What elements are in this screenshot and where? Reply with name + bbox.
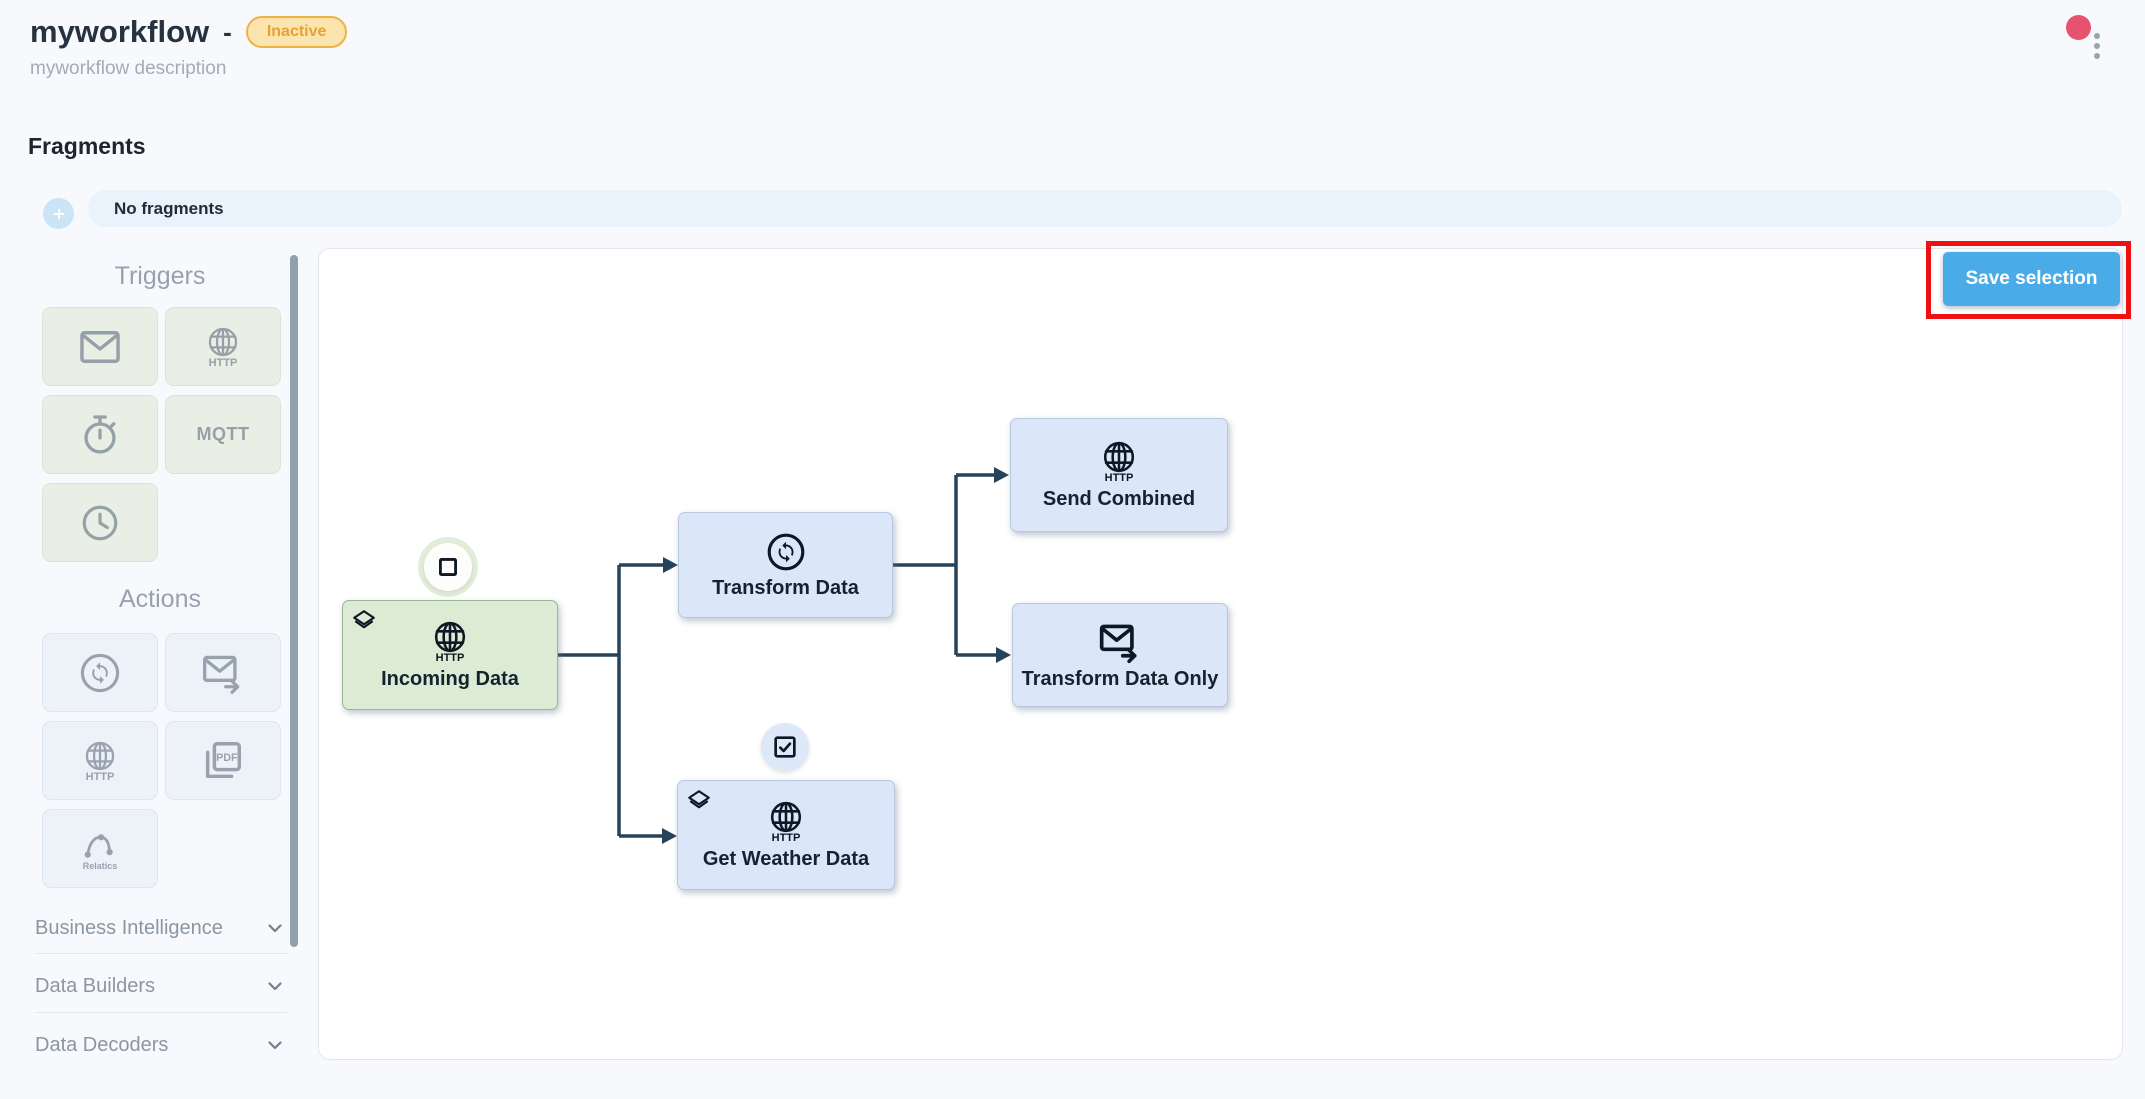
- trigger-mqtt-button[interactable]: MQTT: [165, 395, 281, 474]
- kebab-dot: [2094, 53, 2100, 59]
- square-icon: [439, 558, 457, 576]
- kebab-dot: [2094, 43, 2100, 49]
- node-label: Transform Data Only: [1021, 667, 1219, 690]
- kebab-dot: [2094, 33, 2100, 39]
- pdf-icon: PDF: [205, 741, 242, 778]
- sidebar-item-data-decoders[interactable]: Data Decoders: [35, 1020, 287, 1070]
- sync-icon: [767, 533, 804, 570]
- node-transform-data-only[interactable]: Transform Data Only: [1012, 603, 1228, 707]
- action-transform-button[interactable]: [42, 633, 158, 712]
- save-selection-button[interactable]: Save selection: [1943, 252, 2120, 306]
- action-pdf-button[interactable]: PDF: [165, 721, 281, 800]
- divider: [35, 953, 287, 954]
- http-label: HTTP: [85, 770, 115, 783]
- pdf-label: PDF: [216, 752, 238, 764]
- divider: [35, 1012, 287, 1013]
- sidebar-item-business-intelligence[interactable]: Business Intelligence: [35, 903, 287, 953]
- node-label: Send Combined: [1042, 488, 1196, 510]
- title-separator: -: [223, 16, 232, 47]
- http-label: HTTP: [1104, 472, 1134, 484]
- globe-icon: [85, 741, 115, 770]
- http-label: HTTP: [208, 356, 238, 369]
- add-fragment-button[interactable]: [43, 198, 74, 229]
- section-label: Data Builders: [35, 974, 156, 997]
- node-label: Transform Data: [712, 576, 859, 599]
- chevron-down-icon: [268, 1041, 282, 1050]
- node-label: Incoming Data: [381, 668, 519, 690]
- sync-icon: [80, 653, 120, 692]
- triggers-grid: HTTP MQTT: [42, 307, 281, 562]
- notification-dot: [2066, 15, 2091, 40]
- fragments-heading: Fragments: [28, 133, 146, 159]
- action-http-button[interactable]: HTTP: [42, 721, 158, 800]
- email-send-icon: [1099, 624, 1137, 663]
- annotation-highlight: [1926, 241, 2131, 319]
- checkbox-checked-icon: [774, 736, 796, 758]
- node-send-combined[interactable]: HTTP Send Combined: [1010, 418, 1228, 532]
- checkbox-checked-badge[interactable]: [761, 723, 809, 771]
- http-label: HTTP: [435, 652, 465, 664]
- email-send-icon: [203, 655, 240, 694]
- chevron-down-icon: [268, 982, 282, 991]
- plus-icon: [53, 208, 64, 219]
- globe-icon: [208, 327, 238, 356]
- envelope-icon: [80, 330, 120, 363]
- trigger-http-button[interactable]: HTTP: [165, 307, 281, 386]
- stopwatch-icon: [84, 414, 116, 454]
- actions-grid: HTTP PDF Relatics: [42, 633, 281, 888]
- status-badge: Inactive: [245, 16, 348, 48]
- relatics-icon: [84, 834, 113, 858]
- relatics-label: Relatics: [82, 861, 118, 871]
- trigger-timer-button[interactable]: [42, 395, 158, 474]
- layers-icon: [688, 790, 710, 809]
- chevron-down-icon: [268, 924, 282, 933]
- actions-heading: Actions: [119, 585, 201, 613]
- clock-icon: [82, 505, 118, 540]
- no-fragments-text: No fragments: [114, 198, 224, 218]
- globe-icon: [434, 621, 466, 653]
- sidebar-scrollbar[interactable]: [290, 255, 298, 947]
- checkbox-unchecked-badge[interactable]: [424, 543, 472, 591]
- trigger-email-button[interactable]: [42, 307, 158, 386]
- sidebar-item-data-builders[interactable]: Data Builders: [35, 961, 287, 1011]
- header: myworkflow - Inactive: [30, 14, 348, 50]
- globe-icon: [1103, 441, 1135, 473]
- workflow-description: myworkflow description: [30, 58, 227, 79]
- node-incoming-data[interactable]: HTTP Incoming Data: [342, 600, 558, 710]
- page-title: myworkflow: [30, 14, 210, 49]
- globe-icon: [770, 801, 802, 833]
- triggers-heading: Triggers: [114, 262, 206, 290]
- action-send-email-button[interactable]: [165, 633, 281, 712]
- no-fragments-bar: No fragments: [88, 190, 2122, 227]
- trigger-schedule-button[interactable]: [42, 483, 158, 562]
- mqtt-label: MQTT: [196, 424, 250, 444]
- node-get-weather-data[interactable]: HTTP Get Weather Data: [677, 780, 895, 890]
- node-label: Get Weather Data: [702, 848, 870, 870]
- action-relatics-button[interactable]: Relatics: [42, 809, 158, 888]
- http-label: HTTP: [771, 832, 801, 844]
- section-label: Business Intelligence: [35, 916, 223, 939]
- section-label: Data Decoders: [35, 1033, 169, 1056]
- layers-icon: [353, 610, 375, 629]
- kebab-menu-button[interactable]: [2090, 33, 2104, 59]
- node-transform-data[interactable]: Transform Data: [678, 512, 893, 618]
